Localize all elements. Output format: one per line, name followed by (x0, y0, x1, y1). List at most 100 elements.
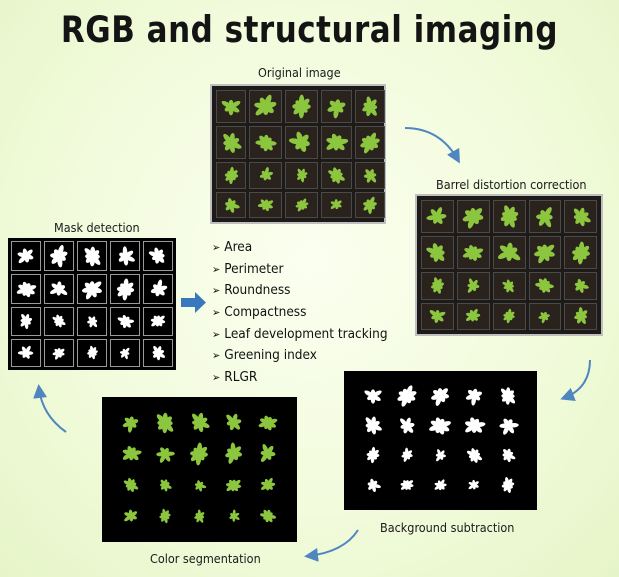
tray-pot (564, 272, 597, 300)
plant-rosette-icon (365, 416, 383, 435)
mask-cell (44, 274, 74, 304)
mask-cell (77, 274, 107, 304)
plant-cell (356, 411, 390, 441)
background-subtraction-panel (344, 371, 537, 510)
tray-pot (421, 272, 454, 300)
plant-rosette-icon (118, 245, 135, 266)
plant-rosette-icon (20, 314, 33, 330)
plant-rosette-icon (468, 480, 480, 490)
tray-pot (216, 126, 246, 159)
plant-rosette-icon (503, 308, 515, 324)
plant-cell (251, 407, 285, 438)
plant-rosette-icon (81, 281, 102, 300)
plant-rosette-icon (535, 278, 555, 294)
mask-cell (143, 241, 173, 271)
tray-pot (285, 126, 318, 159)
tray-pot (249, 126, 282, 159)
tray-pot (528, 200, 562, 233)
plant-rosette-icon (366, 447, 380, 464)
plant-cell (148, 501, 182, 532)
tray-pot (216, 90, 246, 123)
plant-rosette-icon (426, 242, 446, 262)
plant-cell (182, 470, 216, 501)
arrow-original-to-barrel (404, 127, 460, 164)
plant-cell (457, 441, 491, 471)
plant-rosette-icon (501, 387, 516, 405)
plant-cell (114, 438, 148, 469)
plant-rosette-icon (157, 412, 174, 433)
feature-item: ➢Leaf development tracking (212, 324, 388, 346)
mask-cell (77, 307, 107, 336)
tray-pot (321, 191, 352, 218)
plant-rosette-icon (122, 416, 139, 433)
plant-cell (424, 470, 458, 500)
label-original-image: Original image (258, 65, 341, 80)
plant-rosette-icon (292, 94, 311, 119)
tray-pot (528, 302, 562, 330)
plant-cell (182, 438, 216, 469)
plant-cell (491, 411, 525, 441)
plant-rosette-icon (435, 448, 446, 462)
plant-rosette-icon (260, 477, 276, 491)
feature-item: ➢Roundness (212, 280, 388, 302)
mask-cell (11, 338, 41, 367)
tray-pot (216, 162, 246, 189)
mask-cell (44, 241, 74, 271)
plant-cell (424, 441, 458, 471)
plant-rosette-icon (367, 478, 381, 493)
bullet-arrow-icon: ➢ (212, 327, 221, 341)
tray-pot (528, 236, 562, 269)
mask-cell (110, 274, 140, 304)
plant-cell (251, 501, 285, 532)
plant-rosette-icon (434, 479, 447, 490)
mask-cell (44, 307, 74, 336)
bullet-arrow-icon: ➢ (212, 241, 221, 254)
mask-cell (110, 241, 140, 271)
plant-rosette-icon (363, 196, 377, 214)
plant-rosette-icon (400, 480, 414, 491)
mask-cell (11, 241, 41, 271)
tray-pot (421, 302, 454, 330)
plant-rosette-icon (326, 98, 345, 118)
tray-pot (355, 126, 385, 159)
tray-pot (492, 200, 526, 233)
plant-cell (457, 470, 491, 500)
plant-cell (148, 407, 182, 438)
plant-rosette-icon (534, 244, 556, 264)
plant-rosette-icon (16, 281, 36, 297)
tray-pot (285, 90, 318, 123)
plant-rosette-icon (122, 446, 142, 461)
plant-rosette-icon (52, 314, 66, 328)
plant-cell (390, 381, 424, 411)
tray-pot (564, 302, 597, 330)
plant-rosette-icon (575, 279, 590, 294)
plant-rosette-icon (159, 509, 171, 524)
plant-rosette-icon (573, 307, 587, 325)
plant-rosette-icon (364, 389, 382, 404)
plant-rosette-icon (429, 417, 452, 435)
plant-cell (251, 470, 285, 501)
tray-pot (421, 236, 454, 269)
plant-rosette-icon (397, 385, 417, 407)
feature-label: RLGR (224, 369, 258, 386)
plant-rosette-icon (225, 442, 243, 465)
plant-cell (182, 407, 216, 438)
original-image-panel (210, 84, 386, 224)
plant-cell (114, 501, 148, 532)
plant-rosette-icon (571, 241, 590, 264)
feature-label: Perimeter (224, 260, 284, 277)
mask-cell (77, 241, 107, 271)
tray-pot (492, 236, 526, 269)
plant-cell (390, 470, 424, 500)
tray-pot (421, 200, 454, 233)
plant-cell (356, 381, 390, 411)
tray-pot (216, 191, 246, 218)
plant-rosette-icon (194, 509, 205, 523)
plant-rosette-icon (500, 205, 518, 228)
plant-rosette-icon (573, 207, 591, 226)
plant-cell (457, 411, 491, 441)
plant-rosette-icon (259, 510, 276, 523)
plant-rosette-icon (150, 278, 167, 296)
plant-rosette-icon (224, 166, 238, 184)
